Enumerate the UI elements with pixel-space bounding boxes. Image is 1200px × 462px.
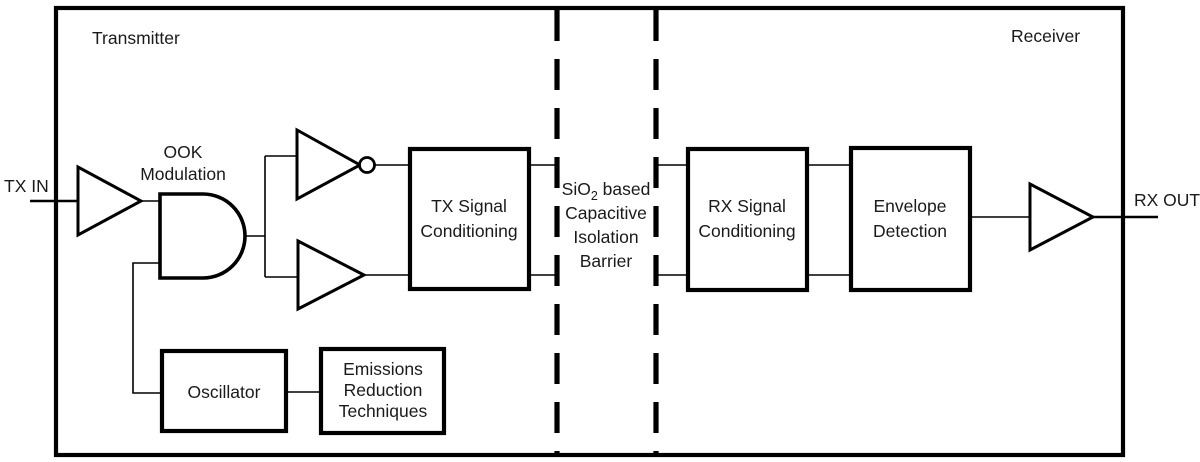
barrier-label-sio2-subscript: 2 [591, 189, 598, 203]
tx-buffer-icon [296, 238, 368, 312]
annotation-ook-line2: Modulation [140, 164, 226, 184]
block-label-tx-cond-line1: TX Signal [431, 196, 507, 216]
annotation-ook-line1: OOK [164, 142, 203, 162]
block-rx-signal-conditioning [685, 146, 810, 293]
barrier-label-sio2-post: based [598, 179, 651, 199]
block-label-oscillator: Oscillator [188, 382, 261, 402]
input-buffer-icon [76, 164, 145, 238]
barrier-label-line1: SiO2 based [562, 179, 651, 203]
region-label-transmitter: Transmitter [92, 28, 180, 48]
barrier-label-line4: Barrier [580, 251, 633, 271]
block-label-rx-cond-line1: RX Signal [708, 196, 786, 216]
port-label-tx-in: TX IN [4, 176, 49, 196]
barrier-label-line3: Isolation [573, 227, 638, 247]
barrier-label-sio2-pre: SiO [562, 179, 591, 199]
and-gate-icon [158, 192, 247, 280]
block-emissions-reduction [318, 346, 447, 436]
block-envelope-detection [848, 145, 973, 293]
block-label-emissions-line2: Reduction [344, 380, 423, 400]
port-label-rx-out: RX OUT [1134, 190, 1200, 210]
block-label-tx-cond-line2: Conditioning [420, 221, 517, 241]
block-tx-signal-conditioning [407, 146, 532, 292]
barrier-label-line2: Capacitive [565, 203, 647, 223]
block-oscillator [159, 348, 289, 434]
block-label-rx-cond-line2: Conditioning [698, 221, 795, 241]
output-buffer-icon [1028, 181, 1097, 253]
wire-oscillator-to-and [132, 262, 163, 394]
block-label-emissions-line3: Techniques [339, 401, 428, 421]
block-label-envelope-line1: Envelope [874, 196, 947, 216]
tx-inverter-icon [295, 127, 364, 202]
block-label-envelope-line2: Detection [873, 221, 947, 241]
block-label-emissions-line1: Emissions [343, 359, 423, 379]
region-label-receiver: Receiver [1011, 26, 1080, 46]
tx-inverter-bubble-icon [358, 156, 376, 174]
